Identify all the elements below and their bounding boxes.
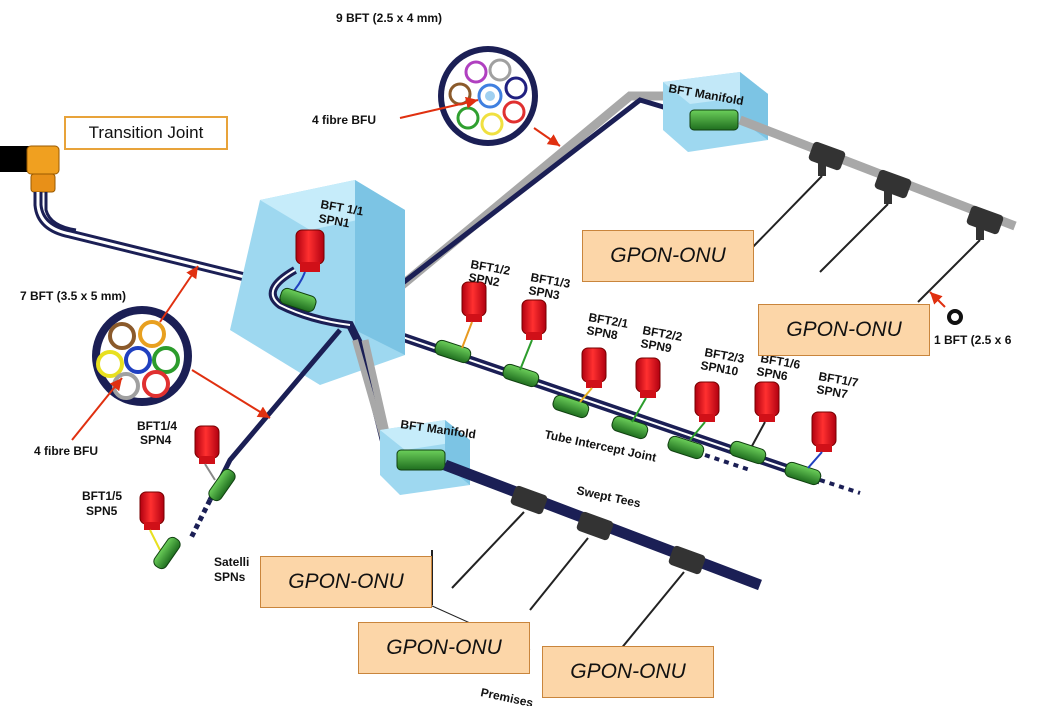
arrow-bfu-top xyxy=(399,96,479,119)
spn-1-3-label-a: BFT1/3 xyxy=(529,270,571,291)
top-branch-duct xyxy=(738,115,1017,231)
arrow-cable-left-down xyxy=(191,369,271,419)
spn-1-4-label-a: BFT1/4 xyxy=(137,419,177,433)
bottom-tee-1 xyxy=(510,485,548,515)
top-cable-label: 9 BFT (2.5 x 4 mm) xyxy=(336,11,442,25)
spn-connectors xyxy=(139,281,837,551)
spn4-green-joint xyxy=(208,468,236,502)
swept-tees-label: Swept Tees xyxy=(575,483,642,510)
spn-1-5-label-b: SPN5 xyxy=(86,504,118,518)
transition-joint-connector xyxy=(26,145,60,193)
spn-1-2-label-b: SPN2 xyxy=(467,270,501,289)
small-cable-ring xyxy=(947,309,963,325)
top-manifold-block xyxy=(663,72,768,152)
gpon-onu-box-4: GPON-ONU xyxy=(358,622,530,674)
satellite-label-a: Satelli xyxy=(214,555,249,569)
transition-joint-label: Transition Joint xyxy=(64,116,228,150)
spn-1-5-label-a: BFT1/5 xyxy=(82,489,122,503)
spn-2-2-label-a: BFT2/2 xyxy=(641,323,683,344)
spn-2-1-label-a: BFT2/1 xyxy=(587,310,629,331)
spn-2-2-label-b: SPN9 xyxy=(639,336,673,355)
gpon-onu-box-1: GPON-ONU xyxy=(582,230,754,282)
spn1-green-joint xyxy=(279,287,317,313)
premises-label: Premises xyxy=(479,685,534,706)
spn-1-7-label-a: BFT1/7 xyxy=(817,369,859,390)
spn-1-6-label-a: BFT1/6 xyxy=(759,351,801,372)
block-label-bottom: SPN1 xyxy=(317,211,351,230)
spn-1-7-label-b: SPN7 xyxy=(815,382,849,401)
cable-1bft-label: 1 BFT (2.5 x 6 xyxy=(934,333,1012,347)
gpon-onu-box-2: GPON-ONU xyxy=(758,304,930,356)
bottom-manifold-block xyxy=(380,420,470,495)
spn-2-3-label-b: SPN10 xyxy=(699,358,739,378)
fibre-bfu-left-label: 4 fibre BFU xyxy=(34,444,98,458)
spn-1-3-label-b: SPN3 xyxy=(527,283,561,302)
cable-cross-section-left xyxy=(92,306,192,406)
spn-1-4-label-b: SPN4 xyxy=(140,433,172,447)
fibre-bfu-top-label: 4 fibre BFU xyxy=(312,113,376,127)
tube-joints xyxy=(434,339,822,486)
spn-1-6-label-b: SPN6 xyxy=(755,364,789,383)
bottom-tee-3 xyxy=(668,545,706,575)
main-duct-from-transition xyxy=(33,192,267,287)
top-tee-1 xyxy=(808,141,846,176)
central-block xyxy=(230,180,405,385)
spn1-connector xyxy=(295,229,325,272)
left-cable-stub xyxy=(0,146,30,172)
cable-7bft-label: 7 BFT (3.5 x 5 mm) xyxy=(20,289,126,303)
gpon-onu-box-3: GPON-ONU xyxy=(260,556,432,608)
arrow-cable-top xyxy=(533,127,561,147)
arrow-small-cable xyxy=(929,291,946,308)
arrow-bfu-left xyxy=(71,377,123,441)
top-tee-2 xyxy=(874,169,912,204)
spn-2-3-label-a: BFT2/3 xyxy=(703,345,745,366)
spn5-green-joint xyxy=(153,536,181,570)
spn-1-2-label-a: BFT1/2 xyxy=(469,257,511,278)
satellite-label-b: SPNs xyxy=(214,570,246,584)
top-tee-3 xyxy=(966,205,1004,240)
spn-2-1-label-b: SPN8 xyxy=(585,323,619,342)
bottom-tee-2 xyxy=(576,511,614,541)
cable-cross-section-top xyxy=(438,46,538,146)
gpon-onu-box-5: GPON-ONU xyxy=(542,646,714,698)
arrow-cable-left-up xyxy=(159,265,199,323)
